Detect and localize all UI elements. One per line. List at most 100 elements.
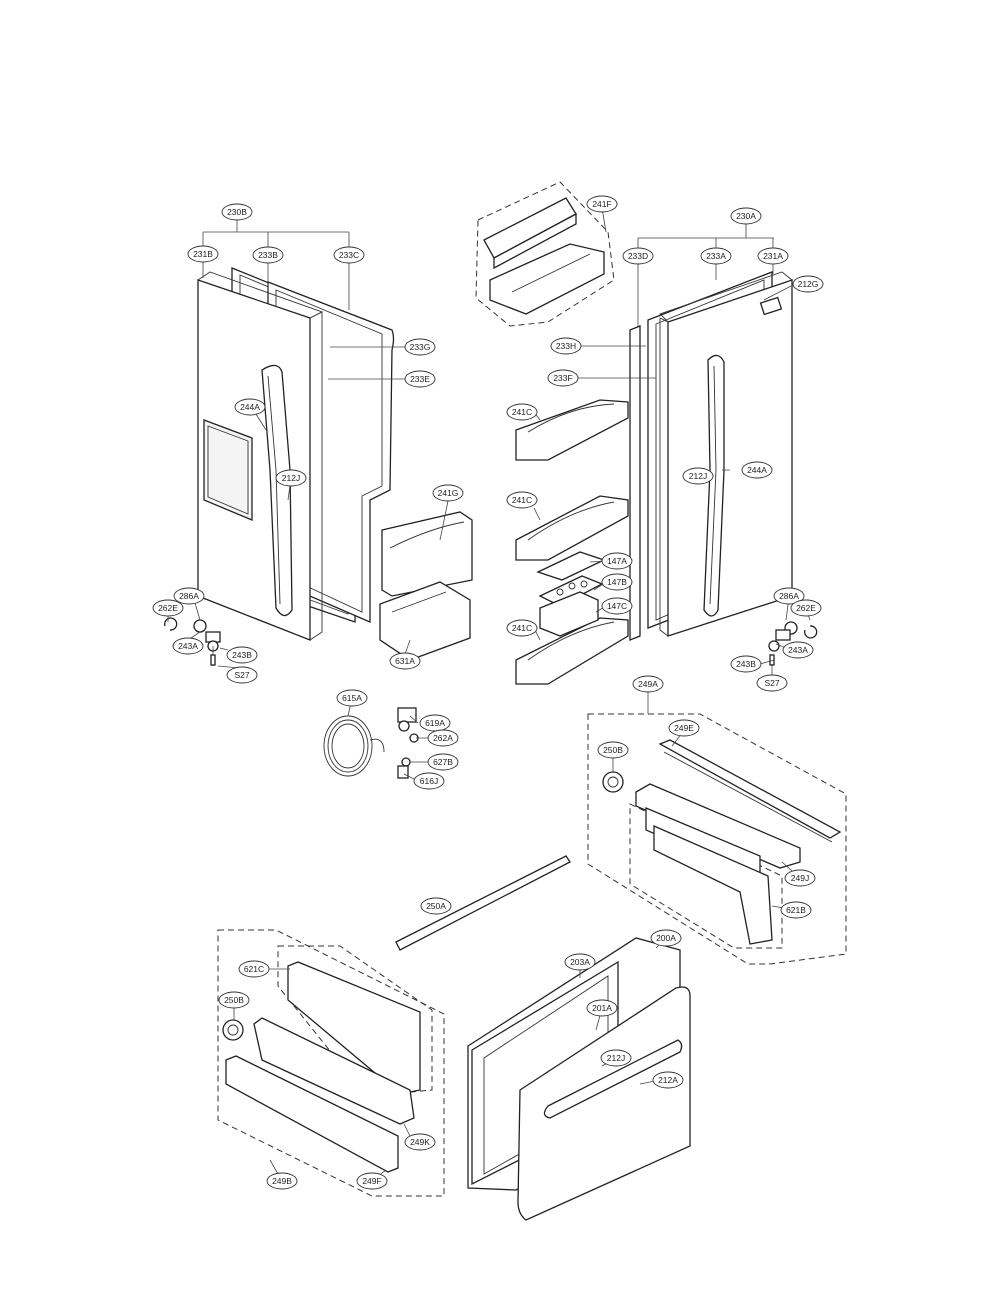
freezer-drawer-front: [517, 986, 691, 1221]
svg-text:203A: 203A: [570, 957, 590, 967]
callout-631A: 631A: [389, 652, 421, 670]
callout-249A: 249A: [632, 675, 664, 693]
callout-250B-left: 250B: [218, 991, 250, 1009]
svg-text:230A: 230A: [736, 211, 756, 221]
svg-text:S27: S27: [234, 670, 249, 680]
svg-text:244A: 244A: [747, 465, 767, 475]
right-door-panel: [667, 279, 793, 637]
svg-text:231B: 231B: [193, 249, 213, 259]
callout-241C-bot: 241C: [506, 619, 538, 637]
callout-262A: 262A: [427, 729, 459, 747]
svg-text:250B: 250B: [224, 995, 244, 1005]
svg-text:230B: 230B: [227, 207, 247, 217]
svg-text:631A: 631A: [395, 656, 415, 666]
callout-244A-left: 244A: [234, 398, 266, 416]
svg-text:249K: 249K: [410, 1137, 430, 1147]
freezer-drawer-assembly: [467, 937, 691, 1221]
callout-212J-right: 212J: [682, 467, 714, 485]
callout-147C: 147C: [601, 597, 633, 615]
callout-616J: 616J: [413, 772, 445, 790]
callout-241C-top: 241C: [506, 403, 538, 421]
callout-244A-right: 244A: [741, 461, 773, 479]
svg-text:233H: 233H: [556, 341, 576, 351]
svg-text:212G: 212G: [798, 279, 819, 289]
svg-text:241F: 241F: [592, 199, 611, 209]
callout-S27-left: S27: [226, 666, 258, 684]
freezer-drawer-handle: [543, 1039, 683, 1119]
callout-203A: 203A: [564, 953, 596, 971]
rail-assembly-right: [587, 713, 847, 965]
callout-212A: 212A: [652, 1071, 684, 1089]
right-door-assembly: [629, 271, 818, 666]
svg-text:286A: 286A: [179, 591, 199, 601]
rail-assembly-left: [217, 929, 445, 1197]
gasket-strip: [395, 855, 571, 951]
svg-text:233B: 233B: [258, 250, 278, 260]
svg-text:212J: 212J: [282, 473, 300, 483]
callout-230B: 230B: [221, 203, 253, 221]
svg-text:244A: 244A: [240, 402, 260, 412]
callout-286A-left: 286A: [173, 587, 205, 605]
callout-286A-right: 286A: [773, 587, 805, 605]
callout-147B: 147B: [601, 573, 633, 591]
svg-text:147A: 147A: [607, 556, 627, 566]
svg-text:621B: 621B: [786, 905, 806, 915]
callout-233A: 233A: [700, 247, 732, 265]
svg-text:233D: 233D: [628, 251, 648, 261]
svg-text:147B: 147B: [607, 577, 627, 587]
callout-231A: 231A: [757, 247, 789, 265]
svg-text:241C: 241C: [512, 623, 532, 633]
callout-621B: 621B: [780, 901, 812, 919]
svg-text:249J: 249J: [791, 873, 809, 883]
right-door-handle: [703, 354, 725, 617]
svg-text:231A: 231A: [763, 251, 783, 261]
callout-233E: 233E: [404, 370, 436, 388]
svg-text:243A: 243A: [178, 641, 198, 651]
callout-233G: 233G: [404, 338, 436, 356]
callout-212G: 212G: [792, 275, 824, 293]
svg-text:250B: 250B: [603, 745, 623, 755]
water-tubing-group: [323, 707, 419, 779]
callout-200A: 200A: [650, 929, 682, 947]
svg-text:249B: 249B: [272, 1176, 292, 1186]
svg-text:233E: 233E: [410, 374, 430, 384]
callout-243A-right: 243A: [782, 641, 814, 659]
svg-text:249F: 249F: [362, 1176, 381, 1186]
callout-243A-left: 243A: [172, 637, 204, 655]
svg-text:S27: S27: [764, 678, 779, 688]
svg-text:147C: 147C: [607, 601, 627, 611]
svg-text:286A: 286A: [779, 591, 799, 601]
svg-text:627B: 627B: [433, 757, 453, 767]
callout-231B: 231B: [187, 245, 219, 263]
callout-250A: 250A: [420, 897, 452, 915]
svg-text:201A: 201A: [592, 1003, 612, 1013]
callout-249K: 249K: [404, 1133, 436, 1151]
callout-233D: 233D: [622, 247, 654, 265]
svg-text:243B: 243B: [232, 650, 252, 660]
callout-147A: 147A: [601, 552, 633, 570]
svg-text:212J: 212J: [607, 1053, 625, 1063]
svg-text:212J: 212J: [689, 471, 707, 481]
svg-text:250A: 250A: [426, 901, 446, 911]
svg-text:200A: 200A: [656, 933, 676, 943]
callout-262E-right: 262E: [790, 599, 822, 617]
callout-249E: 249E: [668, 719, 700, 737]
svg-text:616J: 616J: [420, 776, 438, 786]
callout-619A: 619A: [419, 714, 451, 732]
callout-627B: 627B: [427, 753, 459, 771]
left-door-assembly: [164, 267, 395, 666]
callout-233B: 233B: [252, 246, 284, 264]
svg-text:243B: 243B: [736, 659, 756, 669]
svg-text:233G: 233G: [410, 342, 431, 352]
callouts: 230B 231B 233B 233C 233G 233E 244A 212J …: [152, 195, 824, 1190]
svg-text:241C: 241C: [512, 495, 532, 505]
callout-243B-left: 243B: [226, 646, 258, 664]
callout-249B: 249B: [266, 1172, 298, 1190]
callout-212J-bottom: 212J: [600, 1049, 632, 1067]
callout-615A: 615A: [336, 689, 368, 707]
callout-241C-mid: 241C: [506, 491, 538, 509]
callout-S27-right: S27: [756, 674, 788, 692]
svg-text:233A: 233A: [706, 251, 726, 261]
door-bins: [379, 181, 629, 685]
